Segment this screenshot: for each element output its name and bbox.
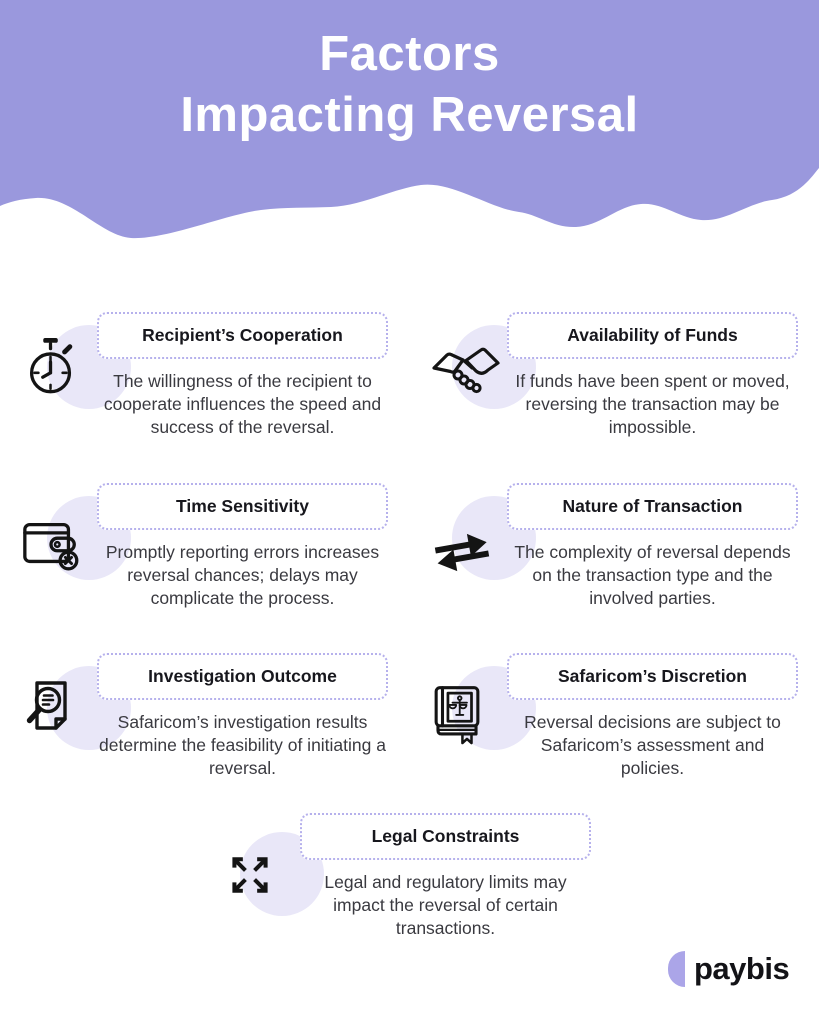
card-body: The willingness of the recipient to coop… bbox=[103, 371, 382, 437]
stopwatch-icon bbox=[29, 337, 73, 394]
card-recipients-cooperation: Recipient’s Cooperation The willingness … bbox=[18, 312, 390, 439]
card-body: Safaricom’s investigation results determ… bbox=[99, 712, 386, 778]
card-time-sensitivity: Time Sensitivity Promptly reporting erro… bbox=[18, 483, 390, 610]
card-body: Reversal decisions are subject to Safari… bbox=[524, 712, 781, 778]
card-title: Investigation Outcome bbox=[97, 653, 388, 700]
card-nature-of-transaction: Nature of Transaction The complexity of … bbox=[428, 483, 800, 610]
page-title-line2: Impacting Reversal bbox=[180, 88, 639, 142]
paybis-logo: paybis bbox=[668, 951, 790, 987]
handshake-icon bbox=[432, 347, 500, 394]
paybis-logo-mark-icon bbox=[668, 951, 685, 987]
card-investigation-outcome: Investigation Outcome Safaricom’s invest… bbox=[18, 653, 390, 780]
card-body: The complexity of reversal depends on th… bbox=[514, 542, 791, 608]
page-title-line1: Factors bbox=[319, 27, 500, 81]
document-search-icon bbox=[26, 681, 67, 730]
card-availability-of-funds: Availability of Funds If funds have been… bbox=[428, 312, 800, 439]
card-body: Promptly reporting errors increases reve… bbox=[105, 542, 380, 608]
transfer-arrows-icon bbox=[434, 533, 490, 572]
paybis-logo-text: paybis bbox=[694, 951, 790, 986]
expand-arrows-icon bbox=[232, 857, 268, 893]
card-safaricoms-discretion: Safaricom’s Discretion Reversal decision… bbox=[428, 653, 800, 780]
page-title: Factors Impacting Reversal bbox=[0, 24, 819, 146]
card-title: Legal Constraints bbox=[300, 813, 591, 860]
card-title: Time Sensitivity bbox=[97, 483, 388, 530]
wallet-cancel-icon bbox=[23, 522, 79, 571]
card-title: Recipient’s Cooperation bbox=[97, 312, 388, 359]
header-wave-background bbox=[0, 0, 819, 239]
law-book-icon bbox=[434, 686, 480, 745]
card-legal-constraints: Legal Constraints Legal and regulatory l… bbox=[221, 813, 593, 940]
card-title: Availability of Funds bbox=[507, 312, 798, 359]
card-body: If funds have been spent or moved, rever… bbox=[515, 371, 790, 437]
card-title: Safaricom’s Discretion bbox=[507, 653, 798, 700]
card-title: Nature of Transaction bbox=[507, 483, 798, 530]
card-body: Legal and regulatory limits may impact t… bbox=[324, 872, 567, 938]
